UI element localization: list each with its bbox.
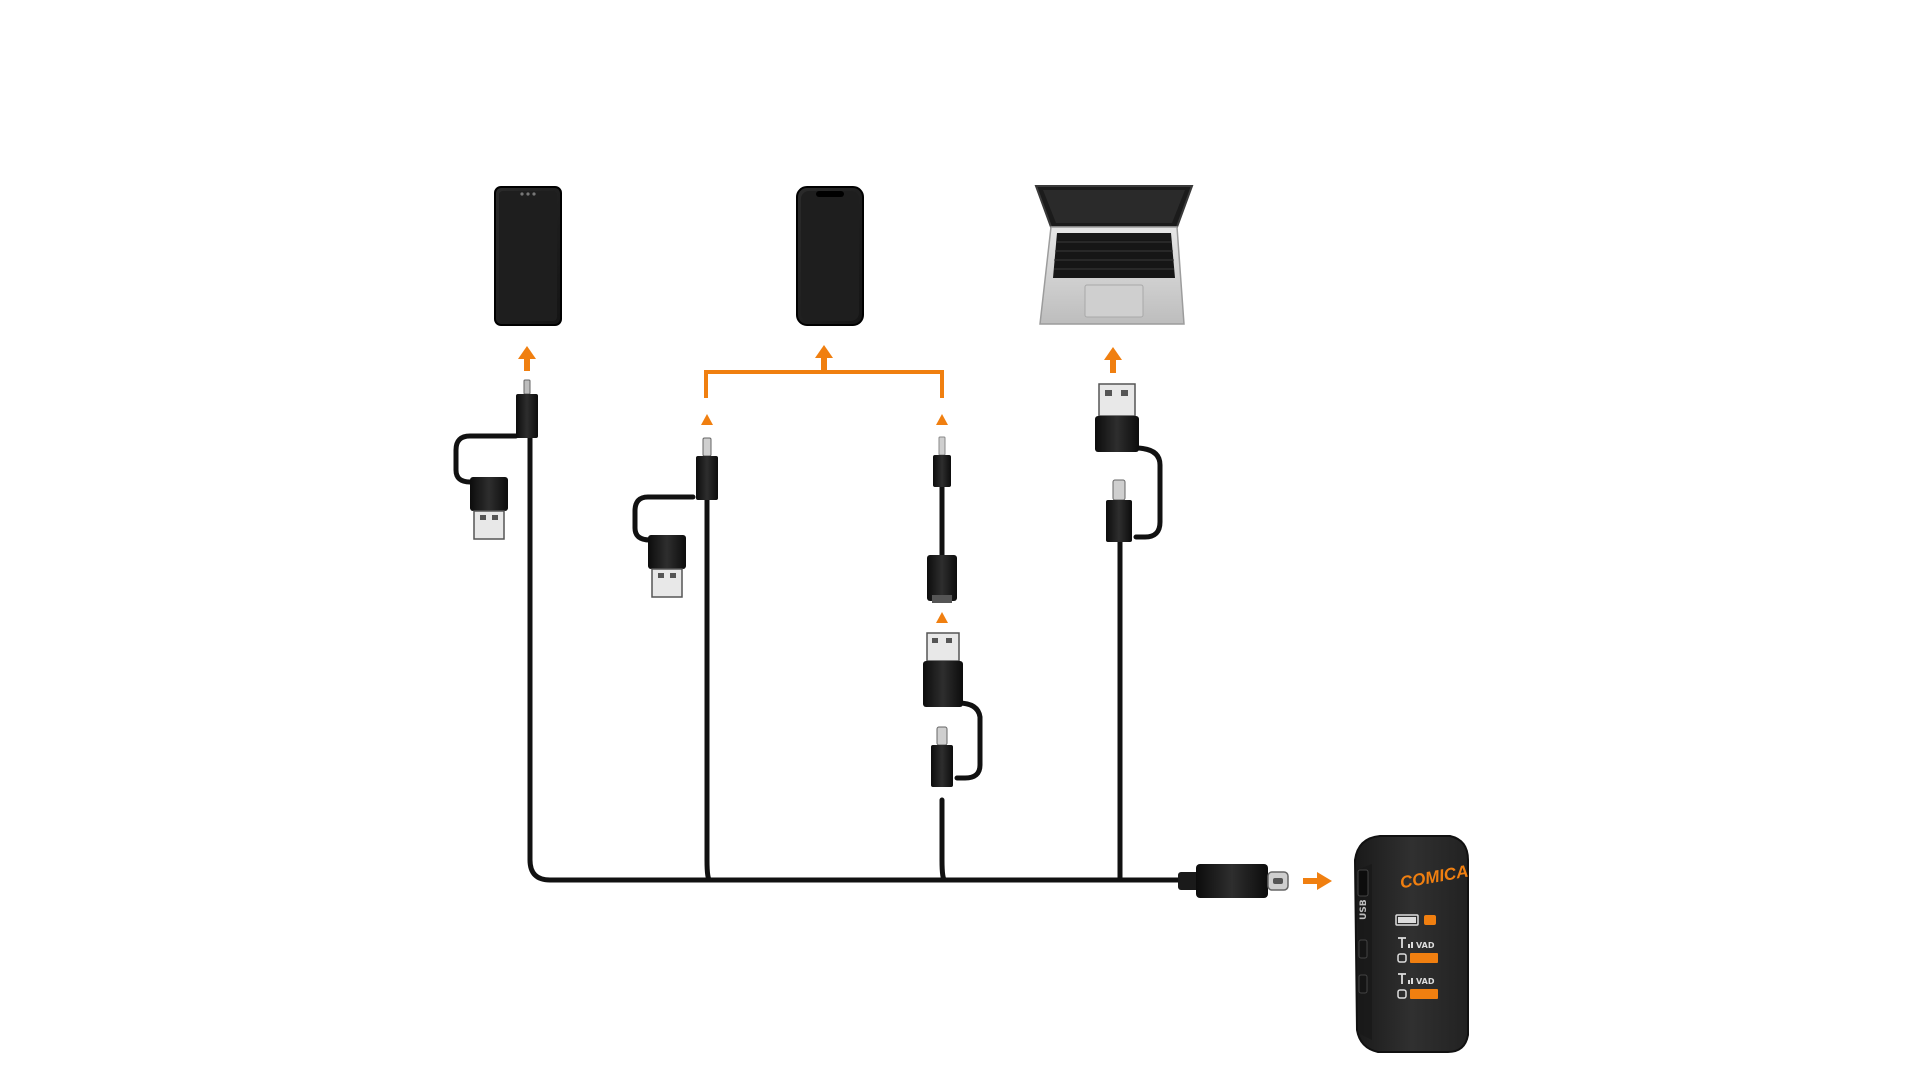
- arrow-right-icon: [1303, 872, 1332, 890]
- vad-label-1: VAD: [1416, 941, 1435, 950]
- usb-c-plug-icon: [1106, 479, 1132, 542]
- lightning-plug-icon: [933, 436, 951, 487]
- bracket-line: [704, 370, 944, 398]
- arrow-up-icon: [936, 414, 948, 425]
- usb-c-plug-icon: [696, 437, 718, 500]
- usb-port-label: USB: [1359, 899, 1369, 920]
- usb-a-plug-icon: [1095, 383, 1139, 452]
- mic-level-icon: [1397, 953, 1438, 963]
- arrow-up-icon: [936, 612, 948, 623]
- arrow-up-icon: [815, 345, 833, 373]
- cables: [453, 432, 1198, 883]
- arrow-up-icon: [701, 414, 713, 425]
- antenna-icon: [1398, 937, 1413, 948]
- usb-c-plug-icon: [516, 379, 538, 438]
- iphone-icon: [796, 186, 864, 326]
- arrow-up-icon: [1104, 347, 1122, 373]
- wireless-receiver: USB COMICA VAD: [1353, 835, 1470, 1053]
- battery-icon: [1395, 914, 1419, 926]
- usb-c-plug-icon: [931, 726, 953, 787]
- usb-a-plug-icon: [648, 535, 686, 598]
- android-phone-icon: [494, 186, 562, 326]
- main-usb-c-plug-icon: [1178, 864, 1289, 898]
- vad-label-2: VAD: [1416, 977, 1435, 986]
- mic-level-icon: [1397, 989, 1438, 999]
- lcd-display: VAD VAD: [1395, 914, 1438, 999]
- usb-a-plug-icon: [923, 632, 963, 707]
- orange-arrows: [518, 345, 1332, 890]
- usb-a-female-adapter-icon: [927, 555, 957, 603]
- antenna-icon: [1398, 973, 1413, 984]
- arrow-up-icon: [518, 346, 536, 371]
- laptop-icon: [1034, 185, 1194, 325]
- usb-a-plug-icon: [470, 477, 508, 540]
